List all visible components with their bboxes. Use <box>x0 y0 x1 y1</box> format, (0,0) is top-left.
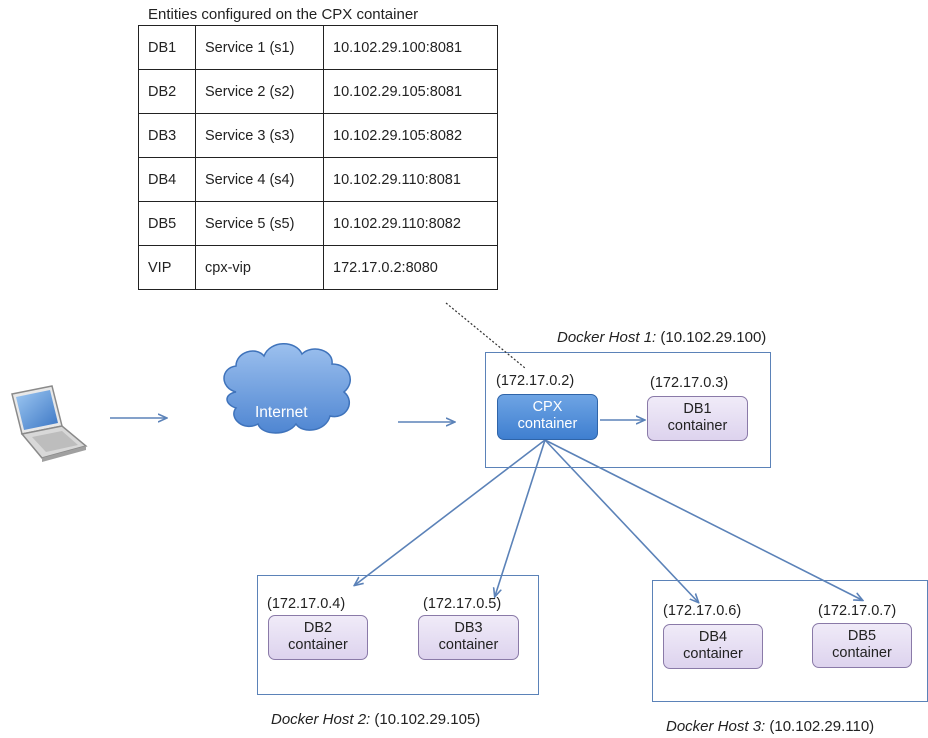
db5-container-subtitle: container <box>832 645 892 661</box>
db4-ip: (172.17.0.6) <box>663 603 742 619</box>
docker-host-3-label: Docker Host 3: (10.102.29.110) <box>666 718 874 735</box>
service-name-cell: Service 3 (s3) <box>195 113 324 158</box>
db5-container[interactable]: DB5 container <box>812 623 912 668</box>
cpx-container-title: CPX <box>532 399 563 415</box>
docker-host-1-ip: (10.102.29.100) <box>660 329 767 346</box>
db2-container[interactable]: DB2 container <box>268 615 368 660</box>
db5-container-title: DB5 <box>847 628 877 644</box>
db4-container[interactable]: DB4 container <box>663 624 763 669</box>
db1-container[interactable]: DB1 container <box>647 396 748 441</box>
docker-host-3-ip: (10.102.29.110) <box>769 718 875 735</box>
db4-container-title: DB4 <box>698 629 728 645</box>
address-cell: 10.102.29.110:8082 <box>323 201 498 246</box>
service-name-cell: Service 2 (s2) <box>195 69 324 114</box>
address-cell: 172.17.0.2:8080 <box>323 245 498 290</box>
db1-container-subtitle: container <box>667 418 728 434</box>
db5-ip: (172.17.0.7) <box>818 603 897 619</box>
address-cell: 10.102.29.110:8081 <box>323 157 498 202</box>
entity-name-cell: DB4 <box>138 157 196 202</box>
service-name-cell: Service 5 (s5) <box>195 201 324 246</box>
service-name-cell: cpx-vip <box>195 245 324 290</box>
db3-container-subtitle: container <box>438 637 499 653</box>
db3-container[interactable]: DB3 container <box>418 615 519 660</box>
docker-host-1-label: Docker Host 1: (10.102.29.100) <box>557 329 766 346</box>
db1-container-title: DB1 <box>683 401 712 417</box>
entity-name-cell: DB3 <box>138 113 196 158</box>
db1-ip: (172.17.0.3) <box>650 375 729 391</box>
docker-host-2-label: Docker Host 2: (10.102.29.105) <box>271 711 480 728</box>
entity-name-cell: DB2 <box>138 69 196 114</box>
docker-host-2-ip: (10.102.29.105) <box>374 711 481 728</box>
cpx-container[interactable]: CPX container <box>497 394 598 440</box>
cpx-ip: (172.17.0.2) <box>496 373 575 389</box>
cpx-container-subtitle: container <box>517 416 578 432</box>
service-name-cell: Service 4 (s4) <box>195 157 324 202</box>
db3-container-title: DB3 <box>454 620 483 636</box>
db4-container-subtitle: container <box>683 646 743 662</box>
entity-name-cell: VIP <box>138 245 196 290</box>
db2-ip: (172.17.0.4) <box>267 596 346 612</box>
laptop-icon <box>11 385 88 462</box>
entity-name-cell: DB1 <box>138 25 196 70</box>
address-cell: 10.102.29.105:8081 <box>323 69 498 114</box>
internet-label: Internet <box>255 404 308 421</box>
service-name-cell: Service 1 (s1) <box>195 25 324 70</box>
docker-host-3-name: Docker Host 3: <box>666 718 766 735</box>
docker-host-1-name: Docker Host 1: <box>557 329 657 346</box>
table-caption: Entities configured on the CPX container <box>148 6 419 23</box>
address-cell: 10.102.29.100:8081 <box>323 25 498 70</box>
docker-host-2-name: Docker Host 2: <box>271 711 371 728</box>
db2-container-subtitle: container <box>288 637 348 653</box>
db2-container-title: DB2 <box>303 620 333 636</box>
db3-ip: (172.17.0.5) <box>423 596 502 612</box>
cloud-icon <box>223 343 351 434</box>
